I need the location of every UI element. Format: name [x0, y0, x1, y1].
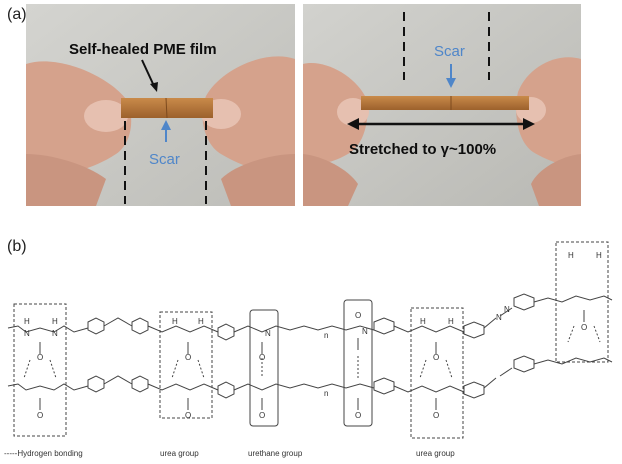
atom-o: O: [259, 353, 265, 362]
atom-o: O: [433, 353, 439, 362]
atom-o: O: [355, 411, 361, 420]
atom-o: O: [37, 353, 43, 362]
atom-h: H: [24, 317, 30, 326]
atom-o: O: [185, 411, 191, 420]
left-scar-label: Scar: [149, 151, 180, 168]
atom-n: N: [362, 327, 368, 336]
atom-o: O: [355, 311, 361, 320]
atom-o: O: [433, 411, 439, 420]
atom-n-subscript: n: [324, 389, 328, 398]
atom-o: O: [581, 323, 587, 332]
left-photo-annotation: Self-healed PME film: [69, 41, 217, 58]
atom-h: H: [172, 317, 178, 326]
legend-urea-group-left: urea group: [160, 449, 199, 458]
atom-h: H: [596, 251, 602, 260]
legend-hydrogen-bonding: -----Hydrogen bonding: [4, 449, 83, 458]
atom-n: N: [496, 313, 502, 322]
right-photo-annotation: Stretched to γ~100%: [349, 141, 496, 158]
legend-urethane-group: urethane group: [248, 449, 303, 458]
atom-o: O: [259, 411, 265, 420]
atom-h: H: [568, 251, 574, 260]
atom-n: N: [52, 329, 58, 338]
panel-a-label: (a): [7, 6, 27, 23]
atom-n: N: [504, 305, 510, 314]
atom-n: N: [24, 329, 30, 338]
atom-h: H: [448, 317, 454, 326]
atom-h: H: [52, 317, 58, 326]
atom-o: O: [37, 411, 43, 420]
left-photo: Self-healed PME film Scar: [26, 4, 295, 206]
chemical-structure-diagram: H H N N O O H H O O N O O N O O n n H H …: [4, 241, 613, 458]
atom-o: O: [185, 353, 191, 362]
legend-urea-group-right: urea group: [416, 449, 455, 458]
atom-h: H: [198, 317, 204, 326]
atom-n: N: [265, 329, 271, 338]
atom-h: H: [420, 317, 426, 326]
atom-n-subscript: n: [324, 331, 328, 340]
right-photo: Scar Stretched to γ~100%: [303, 4, 581, 206]
right-scar-label: Scar: [434, 43, 465, 60]
panel-b-label: (b): [7, 238, 27, 255]
